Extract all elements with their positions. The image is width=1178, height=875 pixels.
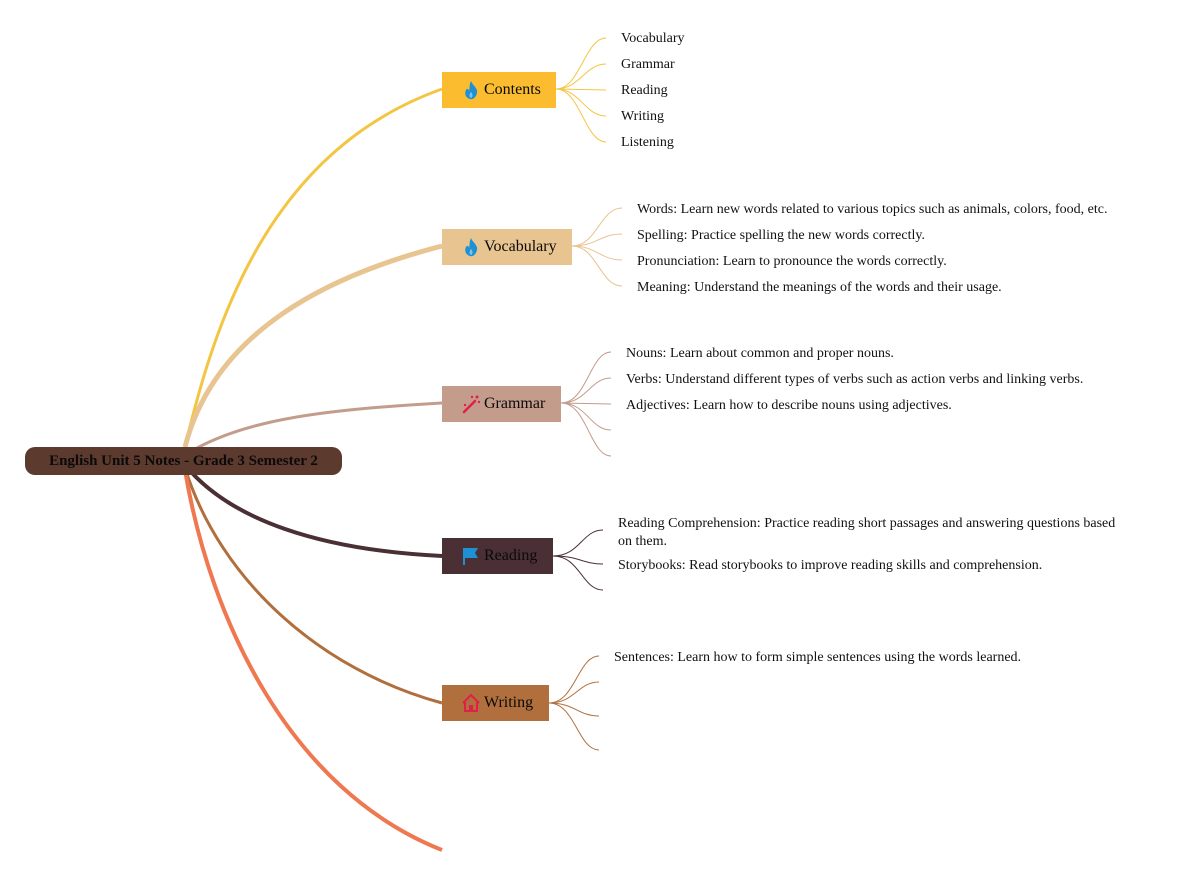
house-icon: [460, 692, 482, 714]
grammar-connectors: [560, 351, 612, 457]
contents-item[interactable]: Writing: [621, 109, 664, 124]
contents-item[interactable]: Grammar: [621, 57, 675, 72]
topic-label: Reading: [484, 547, 538, 564]
topic-vocabulary[interactable]: Vocabulary: [442, 229, 572, 265]
magic-wand-icon: [460, 393, 482, 415]
vocabulary-connectors: [571, 207, 623, 287]
branch-reading: [183, 463, 443, 558]
contents-connectors: [555, 37, 607, 143]
reading-connectors: [552, 529, 604, 591]
topic-writing[interactable]: Writing: [442, 685, 549, 721]
contents-item[interactable]: Vocabulary: [621, 31, 685, 46]
vocabulary-item[interactable]: Meaning: Understand the meanings of the …: [637, 280, 1002, 295]
branch-writing: [183, 467, 443, 705]
root-node[interactable]: English Unit 5 Notes - Grade 3 Semester …: [25, 447, 342, 475]
branch-contents: [183, 87, 443, 448]
branch-vocabulary: [182, 243, 443, 448]
reading-item[interactable]: Storybooks: Read storybooks to improve r…: [618, 558, 1043, 573]
topic-label: Contents: [484, 81, 541, 98]
topic-label: Grammar: [484, 395, 546, 412]
contents-item[interactable]: Reading: [621, 83, 668, 98]
writing-connectors: [548, 655, 600, 751]
fire-icon: [460, 236, 482, 258]
topic-reading[interactable]: Reading: [442, 538, 553, 574]
topic-grammar[interactable]: Grammar: [442, 386, 561, 422]
vocabulary-item[interactable]: Spelling: Practice spelling the new word…: [637, 228, 925, 243]
topic-label: Vocabulary: [484, 238, 557, 255]
vocabulary-item[interactable]: Pronunciation: Learn to pronounce the wo…: [637, 254, 947, 269]
vocabulary-item[interactable]: Words: Learn new words related to variou…: [637, 202, 1108, 217]
reading-item[interactable]: Reading Comprehension: Practice reading …: [618, 516, 1116, 549]
branch-extra: [183, 469, 443, 852]
grammar-item[interactable]: Adjectives: Learn how to describe nouns …: [626, 398, 952, 413]
flag-icon: [460, 545, 482, 567]
grammar-item[interactable]: Nouns: Learn about common and proper nou…: [626, 346, 894, 361]
branch-grammar: [184, 401, 443, 457]
topic-label: Writing: [484, 694, 534, 711]
writing-item[interactable]: Sentences: Learn how to form simple sent…: [614, 650, 1022, 665]
fire-icon: [460, 79, 482, 101]
topic-contents[interactable]: Contents: [442, 72, 556, 108]
contents-item[interactable]: Listening: [621, 135, 674, 150]
grammar-item[interactable]: Verbs: Understand different types of ver…: [626, 372, 1084, 387]
